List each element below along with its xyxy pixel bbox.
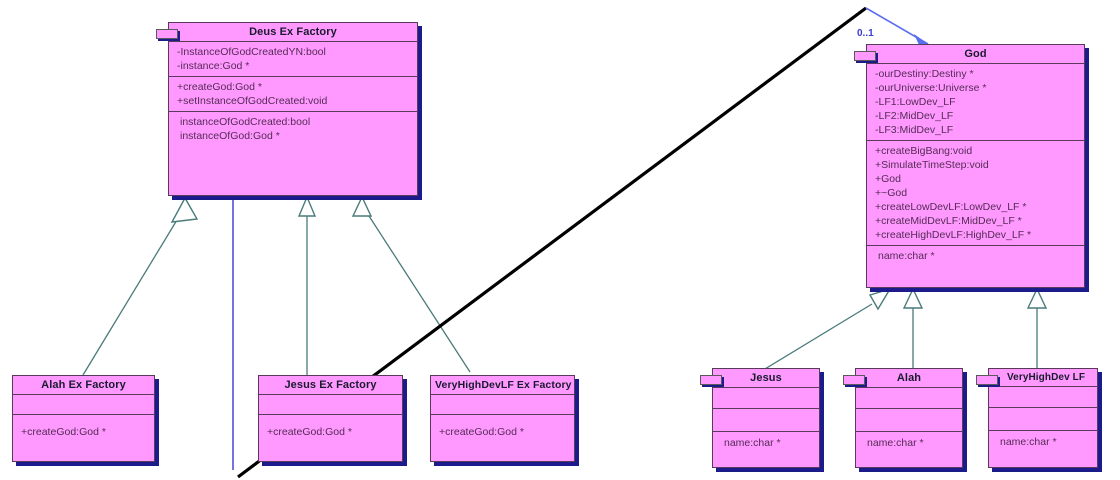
extra-item: name:char * xyxy=(878,250,935,262)
class-title-jesus-ex-factory: Jesus Ex Factory xyxy=(259,376,402,395)
class-box-god[interactable]: God -ourDestiny:Destiny * -ourUniverse:U… xyxy=(854,44,1085,288)
class-title-jesus: Jesus xyxy=(713,369,819,388)
class-box-jesus[interactable]: Jesus name:char * xyxy=(700,368,820,468)
attribute-item: -ourUniverse:Universe * xyxy=(875,82,987,94)
class-title-alah-ex-factory: Alah Ex Factory xyxy=(13,376,154,395)
class-tab-icon-god xyxy=(854,51,876,61)
class-box-alah[interactable]: Alah name:char * xyxy=(843,368,963,468)
class-attributes-veryhighdevlf-ex-factory xyxy=(431,395,574,415)
class-attributes-deus-ex-factory: -InstanceOfGodCreatedYN:bool -instance:G… xyxy=(169,42,417,77)
operation-item: +createGod:God * xyxy=(439,426,524,438)
extra-item: name:char * xyxy=(724,437,781,449)
class-operations-god: +createBigBang:void +SimulateTimeStep:vo… xyxy=(867,141,1084,246)
generalization-veryhighdevlfexfactory-to-deus xyxy=(351,195,471,373)
class-title-veryhighdev-lf: VeryHighDev LF xyxy=(989,369,1097,387)
extra-item: instanceOfGodCreated:bool xyxy=(180,116,311,128)
attribute-item: -LF1:LowDev_LF xyxy=(875,96,956,108)
class-operations-veryhighdev-lf xyxy=(989,408,1097,431)
operation-item: +~God xyxy=(875,187,908,199)
class-operations-alah xyxy=(856,409,962,432)
class-operations-jesus xyxy=(713,409,819,432)
generalization-jesusexfactory-to-deus xyxy=(297,195,317,375)
class-extra-alah: name:char * xyxy=(856,432,962,453)
attribute-item: -InstanceOfGodCreatedYN:bool xyxy=(177,46,326,58)
class-attributes-jesus xyxy=(713,388,819,409)
class-box-alah-ex-factory[interactable]: Alah Ex Factory +createGod:God * xyxy=(12,375,155,462)
generalization-veryhighdevlf-to-god xyxy=(1026,287,1048,372)
operation-item: +createGod:God * xyxy=(177,81,262,93)
multiplicity-label-god: 0..1 xyxy=(857,28,874,39)
extra-item: name:char * xyxy=(867,437,924,449)
operation-item: +createLowDevLF:LowDev_LF * xyxy=(875,201,1027,213)
class-box-veryhighdevlf-ex-factory[interactable]: VeryHighDevLF Ex Factory +createGod:God … xyxy=(430,375,575,462)
attribute-item: -instance:God * xyxy=(177,60,250,72)
operation-item: +SimulateTimeStep:void xyxy=(875,159,989,171)
operation-item: +createGod:God * xyxy=(267,426,352,438)
operation-item: +createGod:God * xyxy=(21,426,106,438)
class-attributes-jesus-ex-factory xyxy=(259,395,402,415)
class-operations-veryhighdevlf-ex-factory: +createGod:God * xyxy=(431,415,574,442)
operation-item: +createHighDevLF:HighDev_LF * xyxy=(875,229,1032,241)
generalization-jesus-to-god xyxy=(759,287,892,373)
class-extra-jesus: name:char * xyxy=(713,432,819,453)
class-extra-deus-ex-factory: instanceOfGodCreated:bool instanceOfGod:… xyxy=(169,112,417,146)
class-title-alah: Alah xyxy=(856,369,962,388)
class-extra-veryhighdev-lf: name:char * xyxy=(989,431,1097,452)
class-extra-god: name:char * xyxy=(867,246,1084,266)
class-attributes-veryhighdev-lf xyxy=(989,387,1097,408)
generalization-alah-to-god xyxy=(902,287,924,372)
class-attributes-god: -ourDestiny:Destiny * -ourUniverse:Unive… xyxy=(867,64,1084,141)
generalization-alahexfactory-to-deus xyxy=(82,196,199,376)
attribute-item: -LF2:MidDev_LF xyxy=(875,110,954,122)
operation-item: +setInstanceOfGodCreated:void xyxy=(177,95,328,107)
class-box-veryhighdev-lf[interactable]: VeryHighDev LF name:char * xyxy=(976,368,1098,468)
attribute-item: -LF3:MidDev_LF xyxy=(875,124,954,136)
extra-item: name:char * xyxy=(1000,436,1057,448)
class-tab-icon-deus-ex-factory xyxy=(156,29,178,39)
attribute-item: -ourDestiny:Destiny * xyxy=(875,68,974,80)
extra-item: instanceOfGod:God * xyxy=(180,130,280,142)
operation-item: +createMidDevLF:MidDev_LF * xyxy=(875,215,1022,227)
class-operations-jesus-ex-factory: +createGod:God * xyxy=(259,415,402,442)
class-tab-icon-veryhighdev-lf xyxy=(976,375,998,385)
class-operations-deus-ex-factory: +createGod:God * +setInstanceOfGodCreate… xyxy=(169,77,417,112)
class-title-veryhighdevlf-ex-factory: VeryHighDevLF Ex Factory xyxy=(431,376,574,395)
class-attributes-alah-ex-factory xyxy=(13,395,154,415)
class-box-deus-ex-factory[interactable]: Deus Ex Factory -InstanceOfGodCreatedYN:… xyxy=(156,22,418,196)
class-title-deus-ex-factory: Deus Ex Factory xyxy=(169,23,417,42)
class-operations-alah-ex-factory: +createGod:God * xyxy=(13,415,154,442)
class-box-jesus-ex-factory[interactable]: Jesus Ex Factory +createGod:God * xyxy=(258,375,403,462)
operation-item: +createBigBang:void xyxy=(875,145,973,157)
association-arrow-to-god xyxy=(865,7,931,47)
class-title-god: God xyxy=(867,45,1084,64)
class-attributes-alah xyxy=(856,388,962,409)
class-tab-icon-jesus xyxy=(700,375,722,385)
operation-item: +God xyxy=(875,173,901,185)
class-tab-icon-alah xyxy=(843,375,865,385)
